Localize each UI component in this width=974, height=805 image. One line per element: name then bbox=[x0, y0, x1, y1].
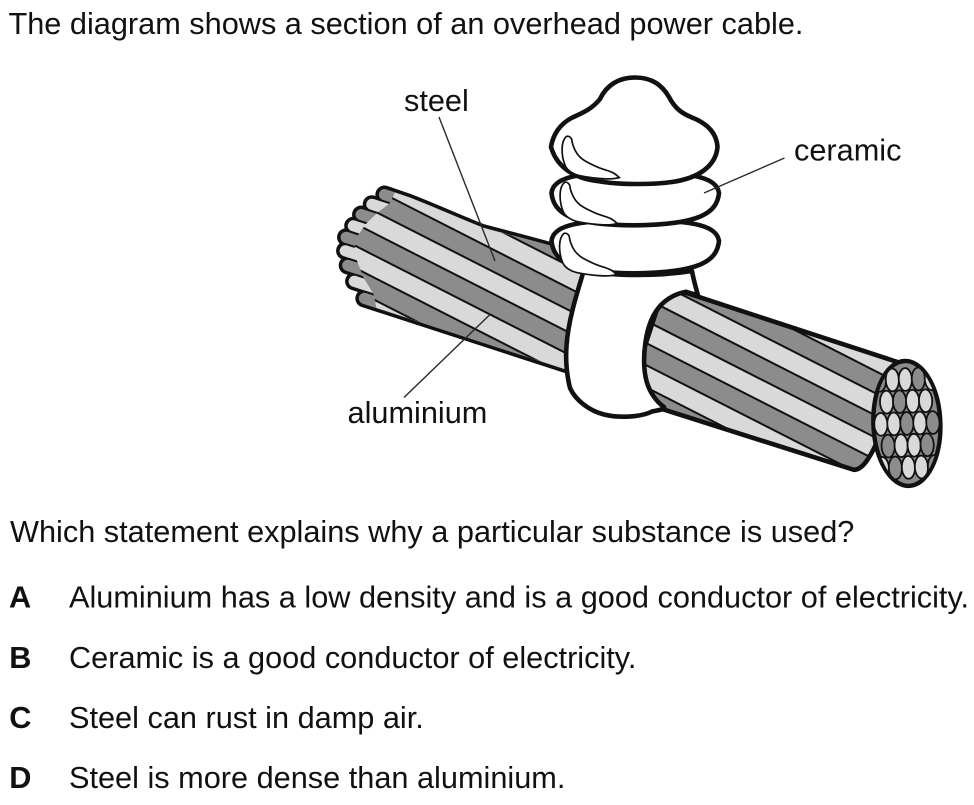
svg-text:The diagram shows a section of: The diagram shows a section of an overhe… bbox=[9, 6, 804, 41]
svg-text:B: B bbox=[9, 640, 31, 675]
svg-text:Steel is more dense than alumi: Steel is more dense than aluminium. bbox=[69, 760, 565, 795]
svg-text:steel: steel bbox=[404, 83, 469, 118]
svg-text:Which statement explains why a: Which statement explains why a particula… bbox=[10, 514, 854, 549]
svg-text:Aluminium has a low density an: Aluminium has a low density and is a goo… bbox=[69, 580, 969, 615]
svg-text:A: A bbox=[9, 580, 31, 615]
svg-text:ceramic: ceramic bbox=[794, 133, 901, 168]
svg-text:aluminium: aluminium bbox=[348, 395, 488, 430]
svg-text:Steel can rust in damp air.: Steel can rust in damp air. bbox=[69, 700, 424, 735]
svg-text:C: C bbox=[9, 700, 31, 735]
svg-text:Ceramic is a good conductor of: Ceramic is a good conductor of electrici… bbox=[69, 640, 636, 675]
svg-text:D: D bbox=[9, 760, 31, 795]
